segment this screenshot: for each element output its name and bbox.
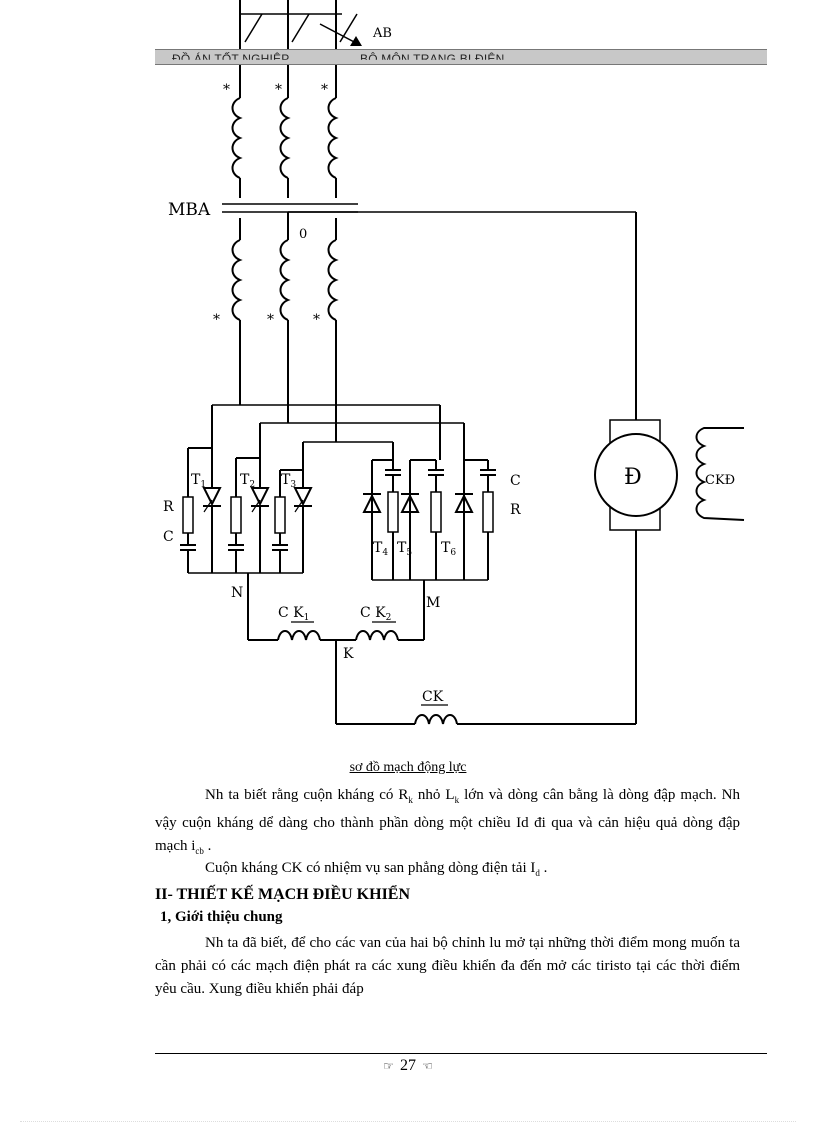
resistor-label-left: R: [163, 499, 174, 515]
star-mark: *: [313, 312, 320, 328]
page-number: 27: [400, 1057, 416, 1074]
node-m-label: M: [426, 595, 440, 611]
paragraph-2: Cuộn kháng CK có nhiệm vụ san phẳng dòng…: [205, 860, 548, 878]
thyristor-t5-label: T5: [397, 540, 412, 558]
pointing-hand-right-icon: ☜: [422, 1059, 433, 1073]
resistor-label-right: R: [510, 502, 521, 518]
star-mark: *: [223, 82, 230, 98]
reactor-ck1-label: C K1: [278, 605, 309, 623]
thyristor-t6-label: T6: [441, 540, 456, 558]
pointing-hand-left-icon: ☞: [383, 1059, 394, 1073]
capacitor-label-left: C: [163, 529, 174, 545]
star-mark: *: [275, 82, 282, 98]
reactor-ck2-label: C K2: [360, 605, 391, 623]
node-k-label: K: [343, 646, 354, 662]
page-footer: ☞ 27 ☜: [0, 1057, 816, 1075]
paragraph-3: Nh ta đã biết, để cho các van của hai bộ…: [155, 935, 740, 997]
transformer-label: MBA: [168, 200, 211, 220]
neutral-label: 0: [299, 227, 307, 242]
node-n-label: N: [231, 585, 243, 601]
reactor-ck-label: CK: [422, 689, 444, 705]
section-heading: II- THIẾT KẾ MẠCH ĐIỀU KHIỂN: [155, 886, 411, 903]
field-winding-label: CKĐ: [705, 473, 735, 488]
page-header-band: [155, 49, 767, 65]
motor-label: Đ: [624, 465, 642, 490]
header-right-text: BỘ MÔN TRANG BỊ ĐIỆN: [360, 52, 505, 66]
figure-caption: sơ đồ mạch động lực: [349, 760, 467, 775]
breaker-label: AB: [372, 26, 392, 41]
thyristor-t1-label: T1: [191, 472, 206, 490]
paragraph-1: Nh ta biết rằng cuộn kháng có Rk nhỏ Lk …: [155, 787, 741, 856]
subsection-heading: 1, Giới thiệu chung: [160, 909, 283, 925]
power-circuit-diagram: AB MBA 0 * * * * * * T1 T2 T3 T4 T5 T6 R…: [163, 0, 745, 725]
thyristor-t2-label: T2: [240, 472, 255, 490]
thyristor-t4-label: T4: [373, 540, 388, 558]
star-mark: *: [321, 82, 328, 98]
capacitor-label-right: C: [510, 473, 521, 489]
star-mark: *: [267, 312, 274, 328]
header-left-text: ĐỒ ÁN TỐT NGHIỆP: [172, 52, 290, 66]
page-bottom-divider: [20, 1121, 796, 1122]
thyristor-t3-label: T3: [281, 472, 296, 490]
star-mark: *: [213, 312, 220, 328]
footer-rule: [155, 1053, 767, 1054]
